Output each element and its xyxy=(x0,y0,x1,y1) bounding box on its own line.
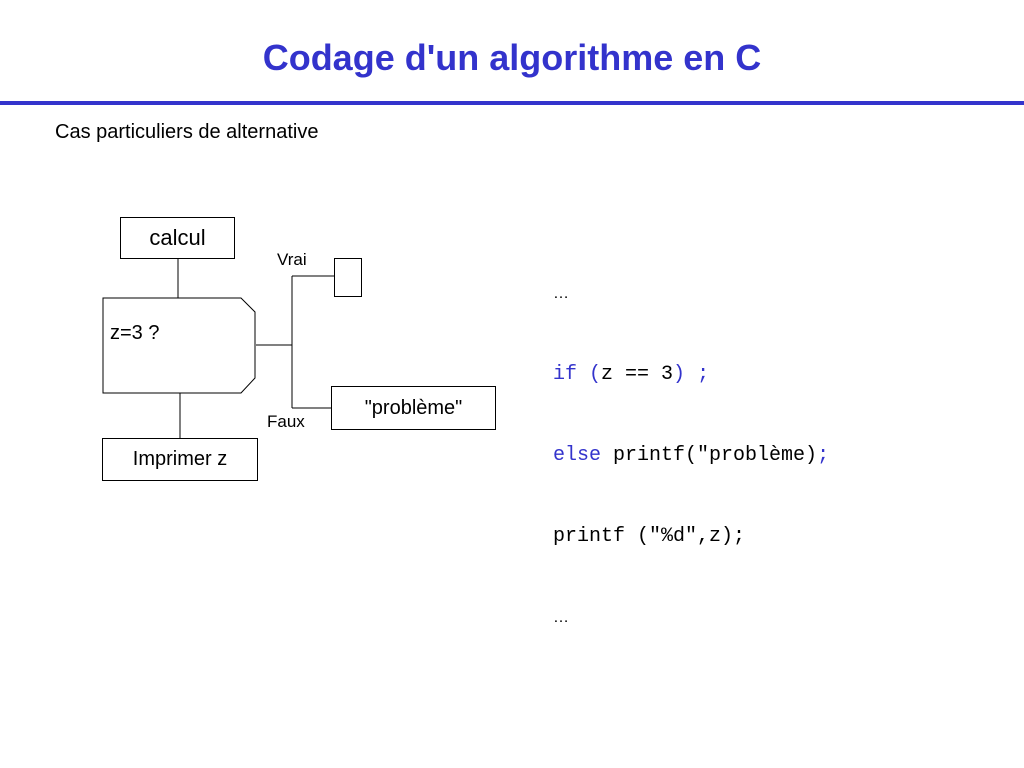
code-keyword-if: if xyxy=(553,363,578,386)
code-block: … if (z == 3) ; else printf("problème); … xyxy=(553,226,829,658)
code-paren-open: ( xyxy=(577,363,602,386)
empty-action-box xyxy=(334,258,362,297)
code-paren-close: ) xyxy=(673,363,686,386)
code-line-else: else printf("problème); xyxy=(553,442,829,469)
code-line-if: if (z == 3) ; xyxy=(553,361,829,388)
false-branch-label: Faux xyxy=(267,412,305,431)
code-condition: z == 3 xyxy=(601,363,674,386)
condition-shape xyxy=(102,297,256,394)
output-label: Imprimer z xyxy=(132,448,228,470)
code-keyword-else: else xyxy=(553,444,602,467)
true-branch-label: Vrai xyxy=(277,250,307,269)
slide-subtitle: Cas particuliers de alternative xyxy=(55,121,319,143)
else-action-box: "problème" xyxy=(331,386,496,430)
condition-label: z=3 ? xyxy=(110,322,160,344)
code-else-semicolon: ; xyxy=(817,444,830,467)
code-empty-statement: ; xyxy=(685,363,710,386)
code-ellipsis-bottom: … xyxy=(553,609,569,626)
code-else-call: printf("problème) xyxy=(601,444,818,467)
title-underline xyxy=(0,101,1024,105)
output-box: Imprimer z xyxy=(102,438,258,481)
calcul-label: calcul xyxy=(149,225,206,250)
code-ellipsis-top: … xyxy=(553,285,569,302)
else-action-label: "problème" xyxy=(364,396,463,419)
code-line-printf: printf ("%d",z); xyxy=(553,525,746,548)
slide-title: Codage d'un algorithme en C xyxy=(262,37,762,78)
calcul-box: calcul xyxy=(120,217,235,259)
